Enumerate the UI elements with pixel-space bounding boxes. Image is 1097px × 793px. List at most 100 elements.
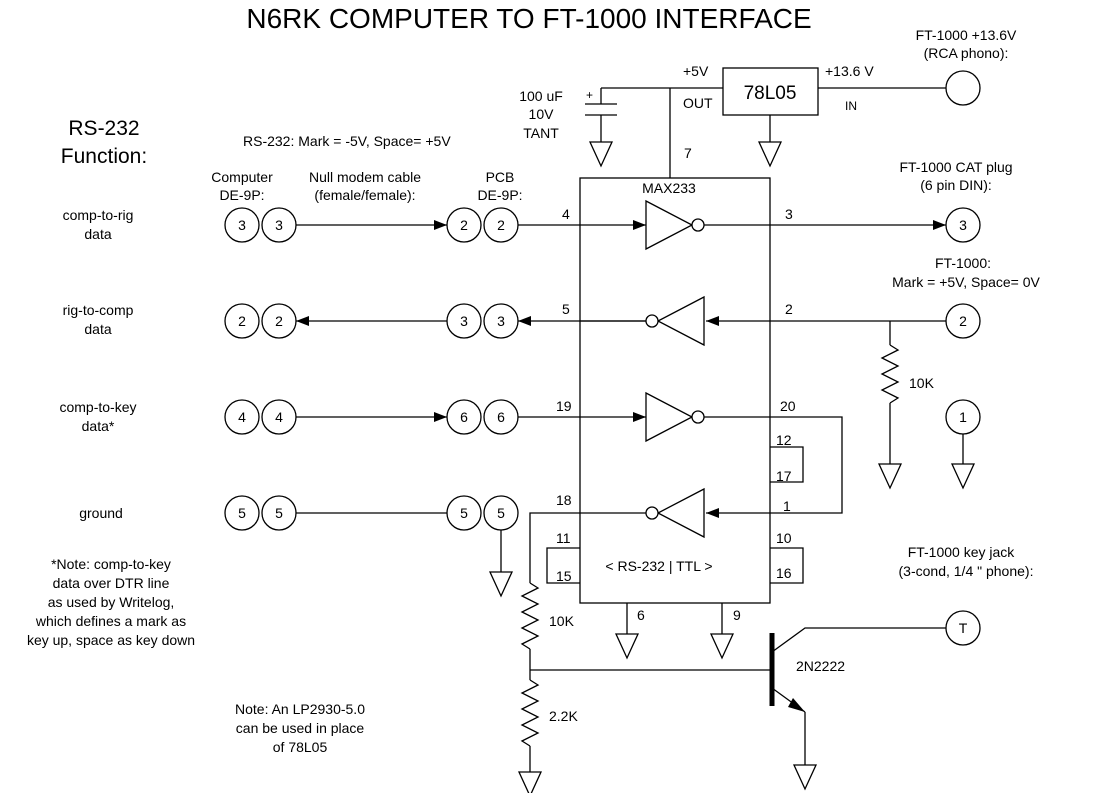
- svg-text:3: 3: [238, 217, 246, 233]
- function-label-rig-to-comp-data: data: [84, 321, 111, 337]
- wire-pcb-to-t1-input: [518, 220, 646, 230]
- pcb-pin-row4: 5 5: [446, 495, 519, 531]
- regulator-in-label: IN: [845, 99, 857, 113]
- null-modem-wire-row2: [296, 316, 447, 326]
- chip-pin-11: 11: [556, 530, 571, 546]
- pcb-pin-row1: 2 2: [446, 207, 519, 243]
- function-label-comp-to-rig-data: data: [84, 226, 111, 242]
- wire-t1-out-to-cat: [770, 220, 946, 230]
- plus13v-label: +13.6 V: [825, 63, 874, 79]
- diagram-title: N6RK COMPUTER TO FT-1000 INTERFACE: [246, 3, 811, 34]
- function-label-rig-to-comp: rig-to-comp: [63, 302, 134, 318]
- ft1000-key-label-line2: (3-cond, 1/4 " phone):: [899, 563, 1034, 579]
- chip-pin-t2-in: 19: [556, 398, 572, 414]
- regulator-ground: [758, 115, 782, 167]
- lp2930-note: Note: An LP2930-5.0 can be used in place…: [235, 701, 365, 755]
- t1-inverter-symbol: [645, 199, 770, 251]
- svg-text:6: 6: [497, 409, 505, 425]
- svg-text:3: 3: [497, 313, 505, 329]
- chip-pin-17: 17: [776, 468, 792, 484]
- pcb-pin-row3: 6 6: [446, 399, 519, 435]
- svg-text:which defines a mark as: which defines a mark as: [35, 613, 186, 629]
- svg-text:5: 5: [460, 505, 468, 521]
- transistor-label: 2N2222: [796, 658, 845, 674]
- computer-pin-row1: 3 3: [224, 207, 297, 243]
- jumper-12-17: [770, 446, 804, 483]
- svg-text:4: 4: [238, 409, 246, 425]
- rs232-heading-line1: RS-232: [68, 117, 139, 140]
- rs232-heading-line2: Function:: [61, 145, 147, 168]
- svg-text:of 78L05: of 78L05: [273, 739, 328, 755]
- chip-pin-t1-in: 4: [562, 206, 570, 222]
- pcb-pin-row2: 3 3: [446, 303, 519, 339]
- chip-pin-gnd2: 9: [733, 607, 741, 623]
- regulator-78l05: 78L05: [722, 67, 819, 116]
- computer-pin-row3: 4 4: [224, 399, 297, 435]
- chip-pin-gnd1: 6: [637, 607, 645, 623]
- chip-pin-16: 16: [776, 565, 792, 581]
- svg-text:5: 5: [497, 505, 505, 521]
- function-label-ground: ground: [79, 505, 123, 521]
- chip-pin-t2-out: 20: [780, 398, 796, 414]
- max233-chip-body: [579, 177, 771, 604]
- ft1000-power-label-line1: FT-1000 +13.6V: [916, 27, 1017, 43]
- pcb-header-line2: DE-9P:: [477, 187, 522, 203]
- wire-t2-out-to-r2-in: [706, 416, 843, 518]
- null-modem-header-line1: Null modem cable: [309, 169, 421, 185]
- computer-header-line2: DE-9P:: [219, 187, 264, 203]
- wire-pcb-to-t2-input: [518, 412, 646, 422]
- svg-text:key up, space as key down: key up, space as key down: [27, 632, 195, 648]
- wire-cat-to-r1-in: [706, 316, 946, 326]
- svg-text:2: 2: [497, 217, 505, 233]
- svg-text:3: 3: [959, 217, 967, 233]
- key-jack-tip-pin: T: [945, 610, 981, 646]
- max233-bottom-label: < RS-232 | TTL >: [605, 558, 712, 574]
- jumper-10-16: [770, 547, 804, 584]
- null-modem-header-line2: (female/female):: [314, 187, 415, 203]
- ft1000-power-label-line2: (RCA phono):: [924, 45, 1009, 61]
- chip-pin-t1-out: 3: [785, 206, 793, 222]
- ft1000-cat-label-line1: FT-1000 CAT plug: [899, 159, 1012, 175]
- chip-pin-r2-out: 18: [556, 492, 572, 508]
- divider-resistor-10k-value: 10K: [549, 613, 575, 629]
- chip-pin-15: 15: [556, 568, 572, 584]
- dtr-note: *Note: comp-to-key data over DTR line as…: [27, 556, 195, 648]
- svg-text:1: 1: [959, 409, 967, 425]
- null-modem-wire-row3: [296, 412, 447, 422]
- svg-text:*Note: comp-to-key: *Note: comp-to-key: [51, 556, 171, 572]
- null-modem-wire-row1: [296, 220, 447, 230]
- computer-pin-row2: 2 2: [224, 303, 297, 339]
- capacitor-polarity: +: [586, 88, 593, 102]
- chip-pin-10: 10: [776, 530, 792, 546]
- svg-text:4: 4: [275, 409, 283, 425]
- svg-text:T: T: [959, 620, 968, 636]
- computer-pin-row4: 5 5: [224, 495, 297, 531]
- chip-ground-pin6: [615, 603, 639, 659]
- pcb-ground-symbol: [489, 530, 513, 597]
- divider-resistor-10k: [520, 582, 540, 680]
- svg-text:can be used in place: can be used in place: [236, 720, 365, 736]
- max233-chip-label: MAX233: [642, 180, 696, 196]
- svg-text:as used by Writelog,: as used by Writelog,: [48, 594, 175, 610]
- jumper-11-15: [546, 547, 580, 584]
- tantalum-capacitor: [585, 88, 617, 167]
- cat-pin-1: 1: [945, 399, 981, 489]
- plus5v-label: +5V: [683, 63, 709, 79]
- cat-pin-3: 3: [945, 207, 981, 243]
- chip-ground-pin9: [710, 603, 734, 659]
- svg-text:3: 3: [275, 217, 283, 233]
- pulldown-resistor-10k: [878, 321, 902, 489]
- divider-resistor-2k2: [518, 679, 542, 793]
- capacitor-type: TANT: [523, 125, 559, 141]
- function-label-comp-to-rig: comp-to-rig: [63, 207, 134, 223]
- svg-text:6: 6: [460, 409, 468, 425]
- svg-text:2: 2: [460, 217, 468, 233]
- svg-text:3: 3: [460, 313, 468, 329]
- svg-text:5: 5: [238, 505, 246, 521]
- ft1000-levels-line1: FT-1000:: [935, 255, 991, 271]
- chip-pin-r1-in: 2: [785, 301, 793, 317]
- r1-inverter-symbol: [580, 295, 705, 347]
- svg-text:Note: An LP2930-5.0: Note: An LP2930-5.0: [235, 701, 365, 717]
- function-label-comp-to-key-data: data*: [82, 418, 115, 434]
